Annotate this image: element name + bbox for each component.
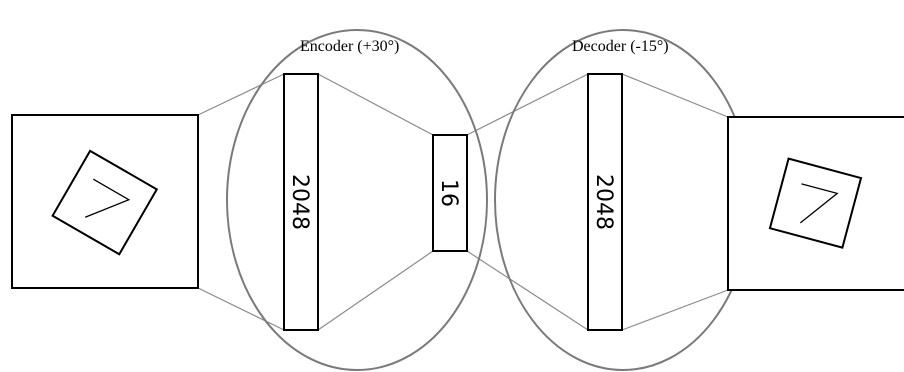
connector-enc-bottleneck-top (317, 73, 434, 136)
connector-enc-bottleneck-bottom (317, 250, 434, 331)
bottleneck-layer-label: 16 (436, 179, 461, 207)
connector-bottleneck-dec-top (466, 73, 589, 136)
connector-output-bottom (621, 289, 729, 331)
connector-input-bottom (197, 287, 285, 331)
output-digit-tile (768, 157, 863, 249)
input-digit-seven (84, 178, 131, 218)
encoder-layer-2048: 2048 (283, 73, 319, 331)
encoder-title: Encoder (+30°) (300, 38, 399, 55)
connector-lines (197, 73, 729, 331)
output-digit-seven (799, 183, 839, 224)
connector-input-top (197, 73, 285, 116)
decoder-title: Decoder (-15°) (572, 38, 669, 55)
connector-output-top (621, 73, 729, 118)
bottleneck-layer-16: 16 (432, 134, 468, 252)
encoder-layer-label: 2048 (287, 174, 312, 230)
input-image (11, 114, 199, 289)
input-digit-tile (51, 149, 159, 256)
decoder-layer-2048: 2048 (587, 73, 623, 331)
connector-bottleneck-dec-bottom (466, 250, 589, 331)
decoder-layer-label: 2048 (591, 174, 616, 230)
encoder-oval (226, 29, 488, 371)
output-image (727, 116, 904, 291)
